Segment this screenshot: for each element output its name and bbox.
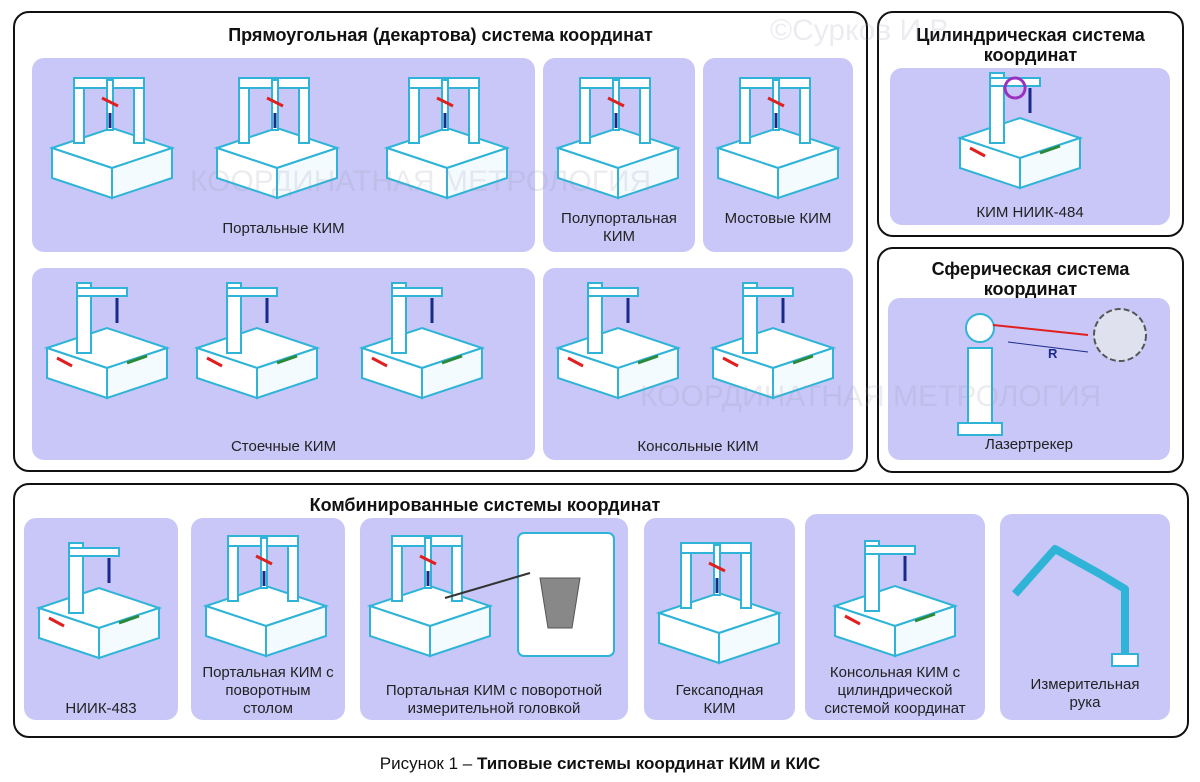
combined-item-label: Портальная КИМ с поворотной измерительно… (385, 682, 603, 717)
cylindrical-label: КИМ НИИК-484 (976, 204, 1084, 221)
bridge-label: Мостовые КИМ (724, 210, 832, 227)
combined-item-rotary-head: Портальная КИМ с поворотной измерительно… (360, 518, 628, 720)
portal-cmm-panel: Портальные КИМ (32, 58, 535, 252)
measuring-arm-illustration (1012, 545, 1139, 667)
combined-item-label: Измерительная рука (1030, 676, 1140, 711)
bridge-cmm-panel: Мостовые КИМ (703, 58, 853, 252)
spherical-panel: R Лазертрекер (888, 298, 1170, 460)
combined-item-label: НИИК-483 (65, 700, 137, 717)
caption-prefix: Рисунок 1 – (379, 754, 477, 773)
portal-cmm-label: Портальные КИМ (222, 220, 345, 237)
combined-item-label: Гексаподная КИМ (675, 682, 764, 717)
cantilever-cmm-panel: Консольные КИМ (543, 268, 853, 460)
caption-text: Типовые системы координат КИМ и КИС (476, 754, 821, 773)
rotary-head-illustration (360, 532, 615, 720)
laser-tracker-illustration (957, 308, 1147, 436)
combined-item-rotary-table: Портальная КИМ с поворотным столом (191, 518, 345, 720)
combined-item-cylindrical-cantilever: Консольная КИМ с цилиндрической системой… (805, 514, 985, 720)
spherical-title: Сферическая система координат (931, 259, 1130, 299)
combined-item-niik-483: НИИК-483 (24, 518, 178, 720)
combined-item-hexapod: Гексаподная КИМ (644, 518, 795, 720)
combined-item-measuring-arm: Измерительная рука (1000, 514, 1170, 720)
column-cmm-label: Стоечные КИМ (230, 438, 337, 455)
combined-item-label: Портальная КИМ с поворотным столом (202, 664, 334, 717)
cantilever-illustration (543, 268, 853, 460)
column-cmm-panel: Стоечные КИМ (32, 268, 535, 460)
semi-portal-cmm-panel: Полупортальная КИМ (543, 58, 695, 252)
cylindrical-title: Цилиндрическая система координат (916, 25, 1145, 65)
combined-title: Комбинированные системы координат (309, 495, 661, 515)
spherical-label: Лазертрекер (984, 436, 1074, 453)
cartesian-title: Прямоугольная (декартова) система коорди… (228, 25, 653, 45)
niik-484-illustration (890, 68, 1170, 225)
radius-label: R (1048, 346, 1058, 361)
semi-portal-label: Полупортальная КИМ (561, 210, 677, 245)
column-cmm-illustration (32, 268, 535, 460)
cylindrical-panel: КИМ НИИК-484 (890, 68, 1170, 225)
niik-483-illustration (24, 518, 178, 720)
figure-caption: Рисунок 1 – Типовые системы координат КИ… (0, 754, 1200, 774)
combined-item-label: Консольная КИМ с цилиндрической системой… (824, 664, 966, 717)
cantilever-label: Консольные КИМ (637, 438, 759, 455)
